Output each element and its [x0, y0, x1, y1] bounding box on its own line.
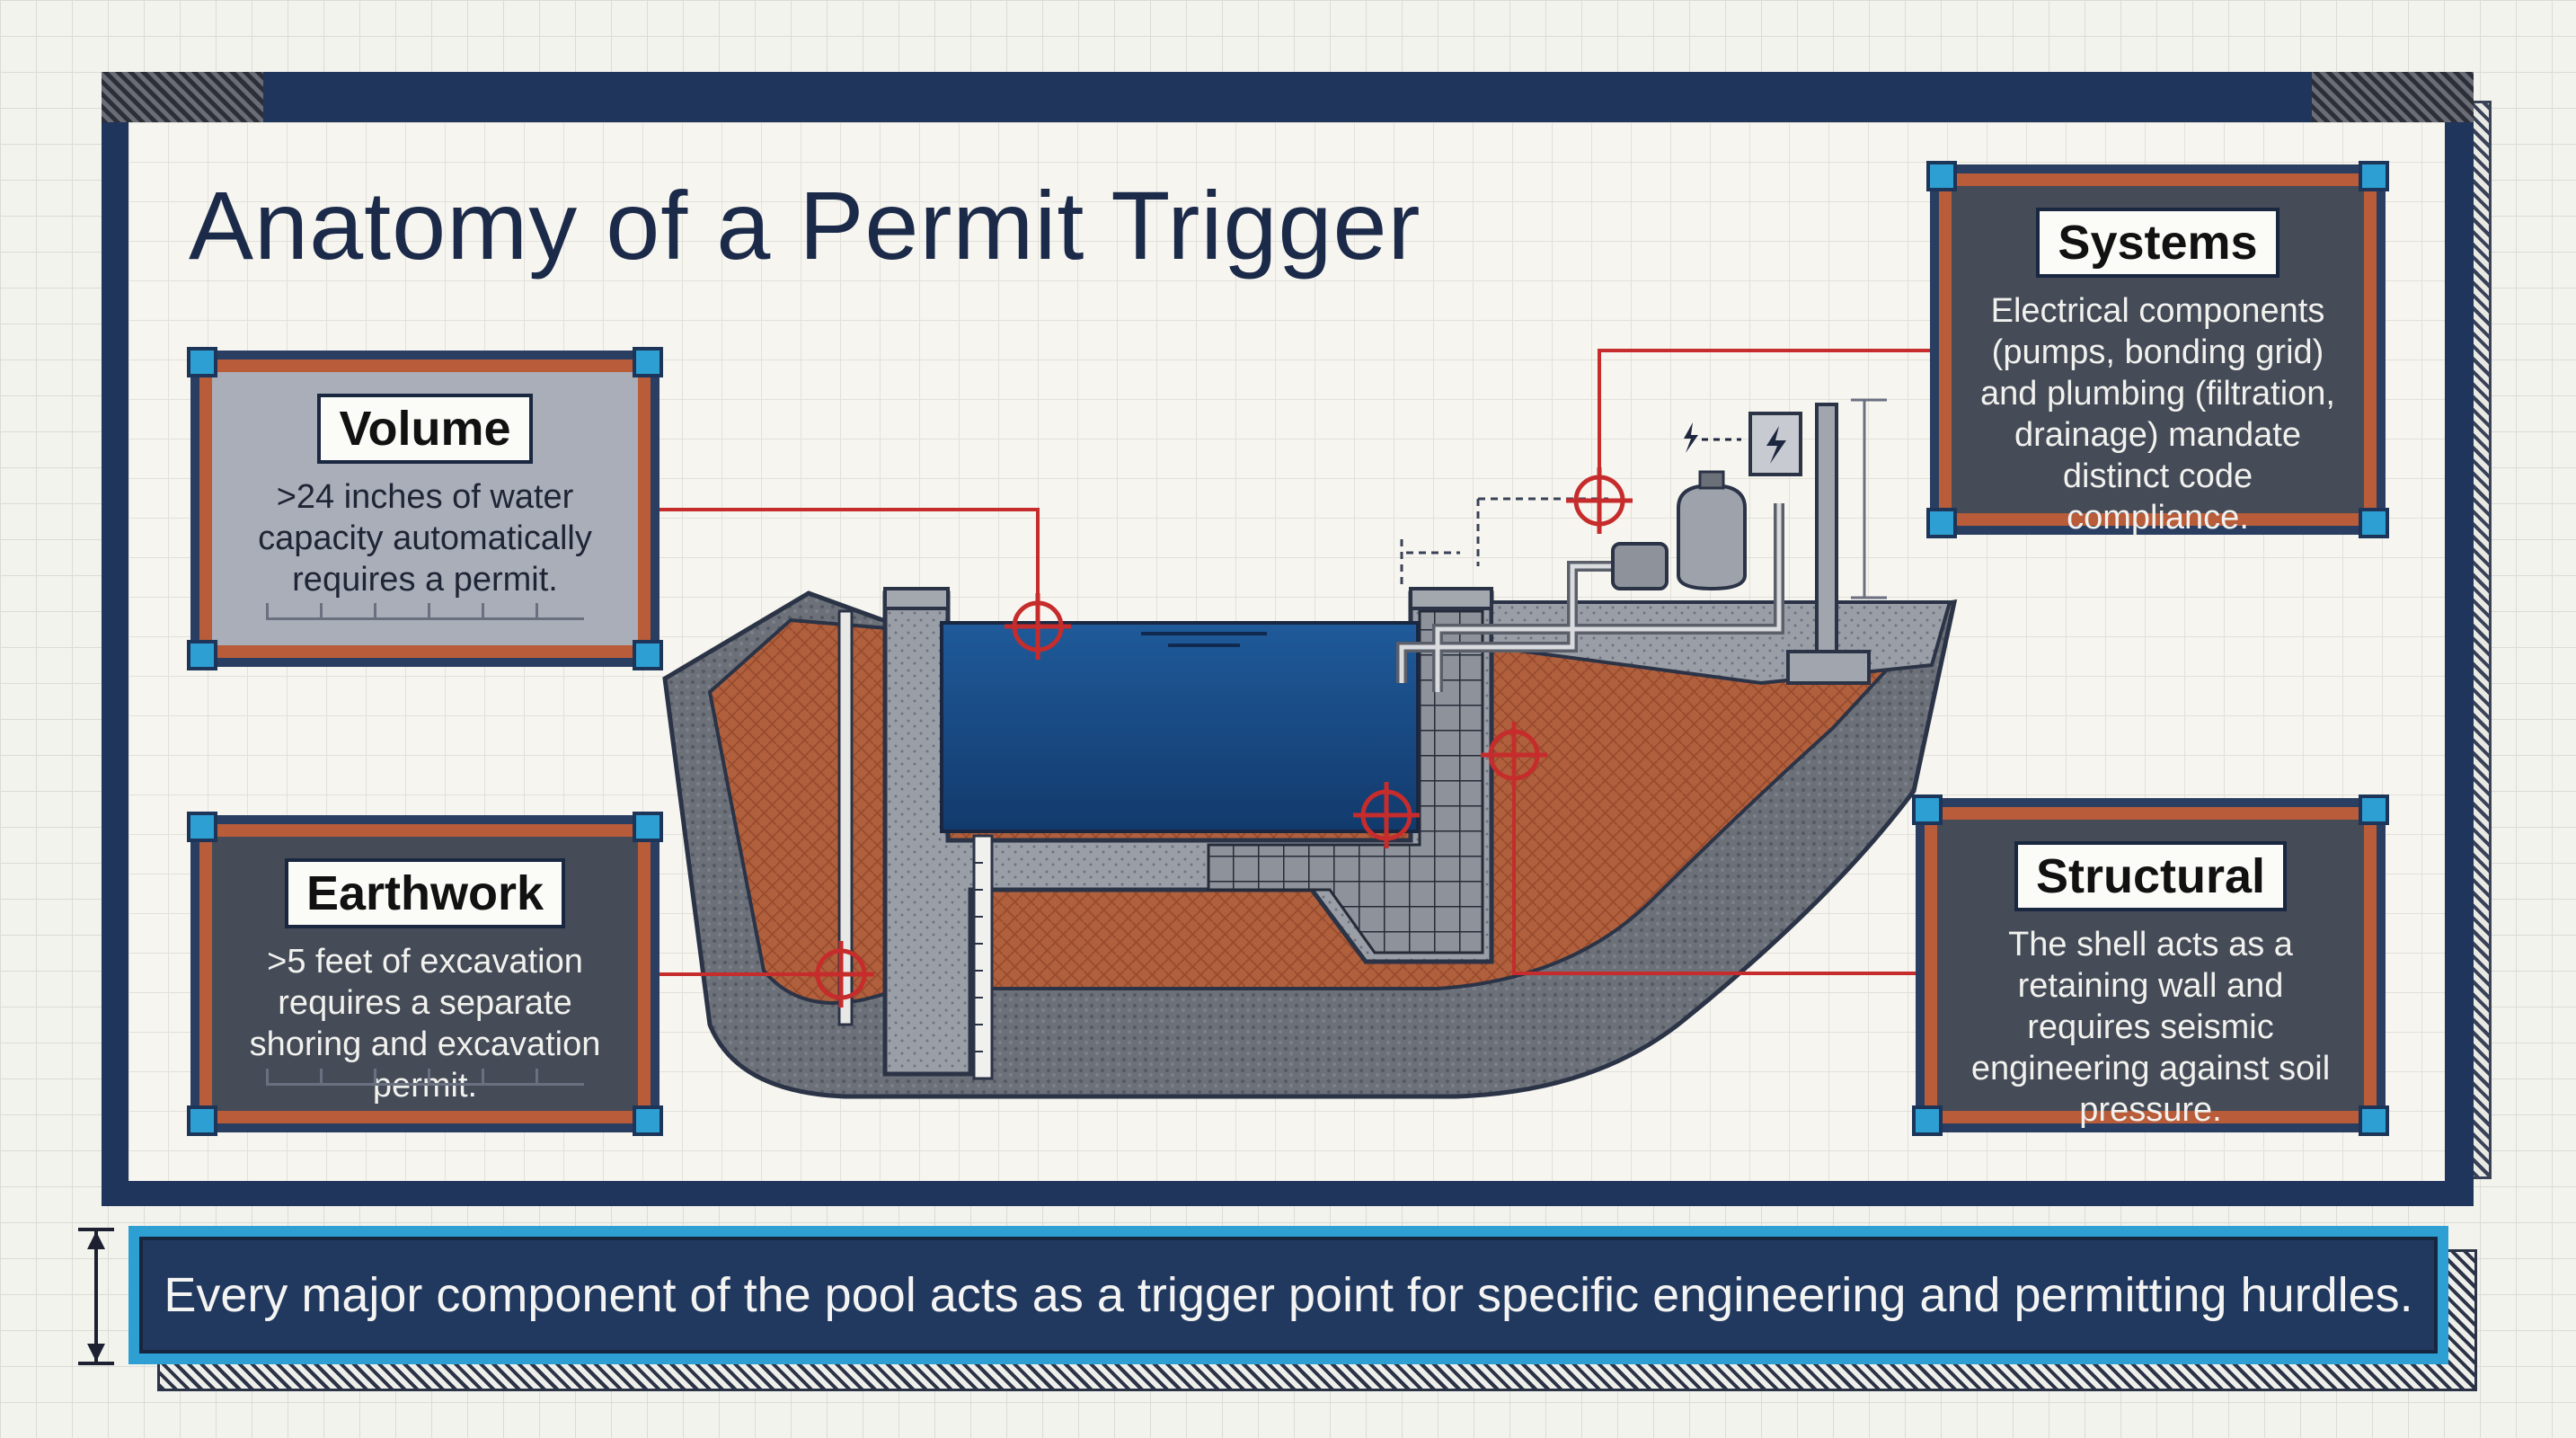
crosshair-target-icon	[1566, 467, 1633, 534]
corner-bracket	[633, 1105, 663, 1136]
earthwork-label: Earthwork	[284, 858, 566, 928]
plumbing-pipes-inner	[1399, 503, 1782, 692]
lightning-bolt-icon	[1766, 426, 1786, 464]
rebar-grid	[1207, 609, 1484, 954]
coping-left	[883, 587, 950, 610]
earthwork-card-body: Earthwork >5 feet of excavation requires…	[212, 837, 638, 1111]
corner-bracket	[1912, 1105, 1943, 1136]
coping-right	[1409, 587, 1493, 610]
corner-bracket	[633, 812, 663, 842]
dimension-dashed	[1400, 497, 1608, 584]
crosshair-target-icon	[1481, 722, 1547, 788]
lightning-bolt-icon	[1684, 422, 1698, 453]
corner-bracket	[2359, 508, 2389, 538]
banner-height-dimension	[78, 1228, 114, 1365]
scale-ticks	[266, 603, 584, 620]
corner-bracket	[187, 812, 217, 842]
footer-text: Every major component of the pool acts a…	[164, 1268, 2413, 1322]
dimension-line	[1851, 398, 1887, 599]
electrical-post	[1815, 403, 1838, 667]
structural-card: Structural The shell acts as a retaining…	[1912, 794, 2389, 1136]
earthwork-card: Earthwork >5 feet of excavation requires…	[187, 812, 663, 1136]
corner-bracket	[1926, 508, 1957, 538]
corner-bracket	[2359, 794, 2389, 825]
structural-card-body: Structural The shell acts as a retaining…	[1937, 820, 2364, 1129]
crosshair-target-icon	[1005, 593, 1071, 660]
corner-bracket	[187, 1105, 217, 1136]
crosshair-target-icon	[808, 941, 874, 1007]
page-title: Anatomy of a Permit Trigger	[189, 171, 1421, 280]
footer-banner: Every major component of the pool acts a…	[128, 1226, 2448, 1364]
shoring-post	[837, 609, 854, 1026]
corner-bracket	[1912, 794, 1943, 825]
crosshair-target-icon	[1353, 782, 1420, 848]
scale-ticks	[266, 1069, 584, 1086]
footing	[1786, 650, 1871, 685]
leader-lines	[656, 349, 1932, 976]
filter-valve	[1698, 470, 1725, 490]
footer-banner-inner: Every major component of the pool acts a…	[139, 1237, 2438, 1354]
volume-card: Volume >24 inches of water capacity auto…	[187, 347, 663, 670]
corner-bracket	[2359, 1105, 2389, 1136]
corner-bracket	[633, 640, 663, 670]
volume-label: Volume	[317, 394, 533, 464]
systems-card: Systems Electrical components (pumps, bo…	[1926, 161, 2389, 538]
volume-text: >24 inches of water capacity automatical…	[258, 478, 592, 599]
corner-bracket	[187, 640, 217, 670]
corner-bracket	[633, 347, 663, 377]
pump	[1611, 542, 1669, 590]
corner-bracket	[1926, 161, 1957, 191]
water-surface-mark	[1141, 632, 1267, 647]
pool-water	[940, 621, 1420, 833]
frame-hatch-right	[2312, 72, 2474, 122]
structural-label: Structural	[2014, 841, 2288, 911]
systems-card-body: Systems Electrical components (pumps, bo…	[1952, 186, 2364, 537]
systems-text: Electrical components (pumps, bonding gr…	[1980, 292, 2335, 537]
filter-tank	[1677, 483, 1747, 591]
corner-bracket	[187, 347, 217, 377]
depth-ruler	[972, 834, 994, 1080]
volume-card-body: Volume >24 inches of water capacity auto…	[212, 372, 638, 645]
corner-bracket	[2359, 161, 2389, 191]
ruler-ticks	[974, 862, 983, 1052]
systems-label: Systems	[2036, 208, 2279, 278]
structural-text: The shell acts as a retaining wall and r…	[1970, 926, 2331, 1129]
frame-hatch-left	[102, 72, 263, 122]
